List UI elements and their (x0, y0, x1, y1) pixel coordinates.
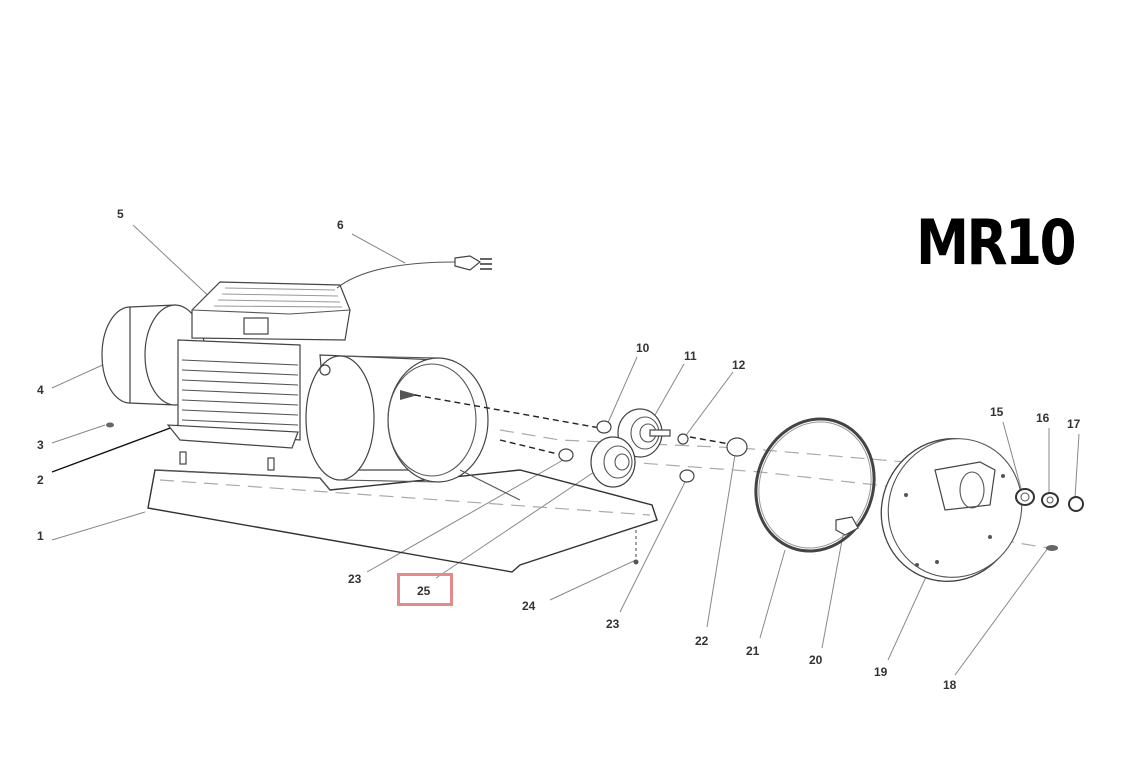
callout-1[interactable]: 1 (37, 529, 44, 543)
callout-10[interactable]: 10 (636, 341, 650, 355)
callout-19[interactable]: 19 (874, 665, 888, 679)
callout-6[interactable]: 6 (337, 218, 344, 232)
callout-23-right[interactable]: 23 (606, 617, 620, 631)
callout-22[interactable]: 22 (695, 634, 709, 648)
callout-11[interactable]: 11 (684, 349, 697, 363)
callout-15[interactable]: 15 (990, 405, 1004, 419)
motor (101, 255, 492, 471)
washers (1015, 488, 1084, 551)
power-switch-icon (243, 317, 269, 335)
callout-24[interactable]: 24 (522, 599, 536, 613)
callout-18[interactable]: 18 (943, 678, 957, 692)
callout-17[interactable]: 17 (1067, 417, 1081, 431)
cover-plate (880, 438, 1023, 582)
callout-4[interactable]: 4 (37, 383, 44, 397)
highlight-box-part-25 (397, 573, 453, 606)
gasket-ring (754, 417, 876, 553)
callout-20[interactable]: 20 (809, 653, 823, 667)
model-title: MR10 (916, 206, 1077, 279)
callout-5[interactable]: 5 (117, 207, 124, 221)
callout-3[interactable]: 3 (37, 438, 44, 452)
gears (558, 408, 748, 488)
gear-housing (305, 354, 521, 501)
callout-16[interactable]: 16 (1036, 411, 1050, 425)
callout-12[interactable]: 12 (732, 358, 746, 372)
callout-25[interactable]: 25 (417, 584, 431, 598)
leader-lines (51, 224, 1080, 676)
callout-23-left[interactable]: 23 (348, 572, 362, 586)
callout-2[interactable]: 2 (37, 473, 44, 487)
callout-21[interactable]: 21 (746, 644, 760, 658)
base-plate (147, 469, 658, 573)
